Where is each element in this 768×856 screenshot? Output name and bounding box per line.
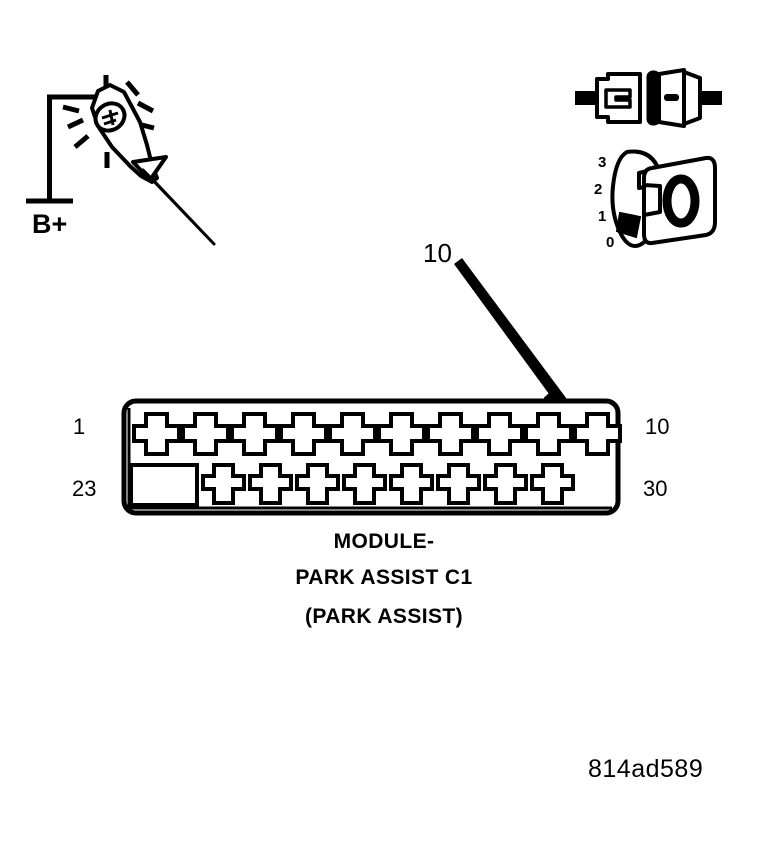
connector-caption-line-3: (PARK ASSIST) [304, 605, 464, 628]
cross-pin-icon [573, 412, 622, 456]
key-position-label-3: 3 [598, 154, 607, 171]
pin-number-bottom-right: 30 [643, 476, 668, 501]
key-position-label-1: 1 [598, 208, 607, 225]
cross-pin-icon [230, 412, 279, 456]
probe-tip-icon [141, 168, 216, 246]
female-socket-slot-icon [664, 94, 679, 101]
cross-pin-icon [524, 412, 573, 456]
cross-pin-small-icon [248, 463, 293, 505]
cross-pin-small-icon [342, 463, 387, 505]
disconnected-connector-icon [575, 68, 722, 128]
cross-pin-small-icon [295, 463, 340, 505]
connector-top-row [132, 412, 622, 456]
cross-pin-small-icon [436, 463, 481, 505]
connector-right-wire-icon [700, 91, 722, 105]
pin-number-top-left: 1 [73, 414, 86, 439]
connector-male-half-icon [595, 72, 642, 124]
bplus-label: B+ [32, 209, 68, 239]
cross-pin-icon [426, 412, 475, 456]
cross-pin-icon [328, 412, 377, 456]
pin-number-top-right: 10 [645, 414, 670, 439]
key-icon [642, 155, 717, 246]
cross-pin-small-icon [530, 463, 575, 505]
key-position-label-2: 2 [594, 181, 603, 198]
cross-pin-icon [475, 412, 524, 456]
pin-number-bottom-left: 23 [72, 476, 97, 501]
callout-pin-label: 10 [423, 238, 452, 268]
cross-pin-icon [279, 412, 328, 456]
connector-body-icon [121, 398, 622, 516]
cross-pin-icon [132, 412, 181, 456]
connector-caption-line-1: MODULE- [333, 530, 435, 553]
ignition-key-switch-icon [610, 149, 717, 248]
key-face-zero-glyph-icon [662, 174, 700, 228]
switch-position-marker-icon [615, 211, 642, 239]
cross-pin-small-icon [201, 463, 246, 505]
test-light-probe-icon [26, 75, 216, 246]
connector-female-half-icon [646, 68, 702, 128]
key-position-label-0: 0 [606, 234, 615, 251]
connector-left-wire-icon [575, 91, 597, 105]
cross-pin-icon [181, 412, 230, 456]
blank-rectangular-cavity-icon [129, 463, 199, 507]
connector-bottom-row [201, 463, 575, 505]
probe-shoulder-icon [131, 155, 168, 182]
reference-code: 814ad589 [588, 755, 704, 783]
lamp-filament-icon [93, 101, 127, 133]
cross-pin-icon [377, 412, 426, 456]
cross-pin-small-icon [389, 463, 434, 505]
connector-caption-line-2: PARK ASSIST C1 [295, 566, 473, 589]
cross-pin-small-icon [483, 463, 528, 505]
